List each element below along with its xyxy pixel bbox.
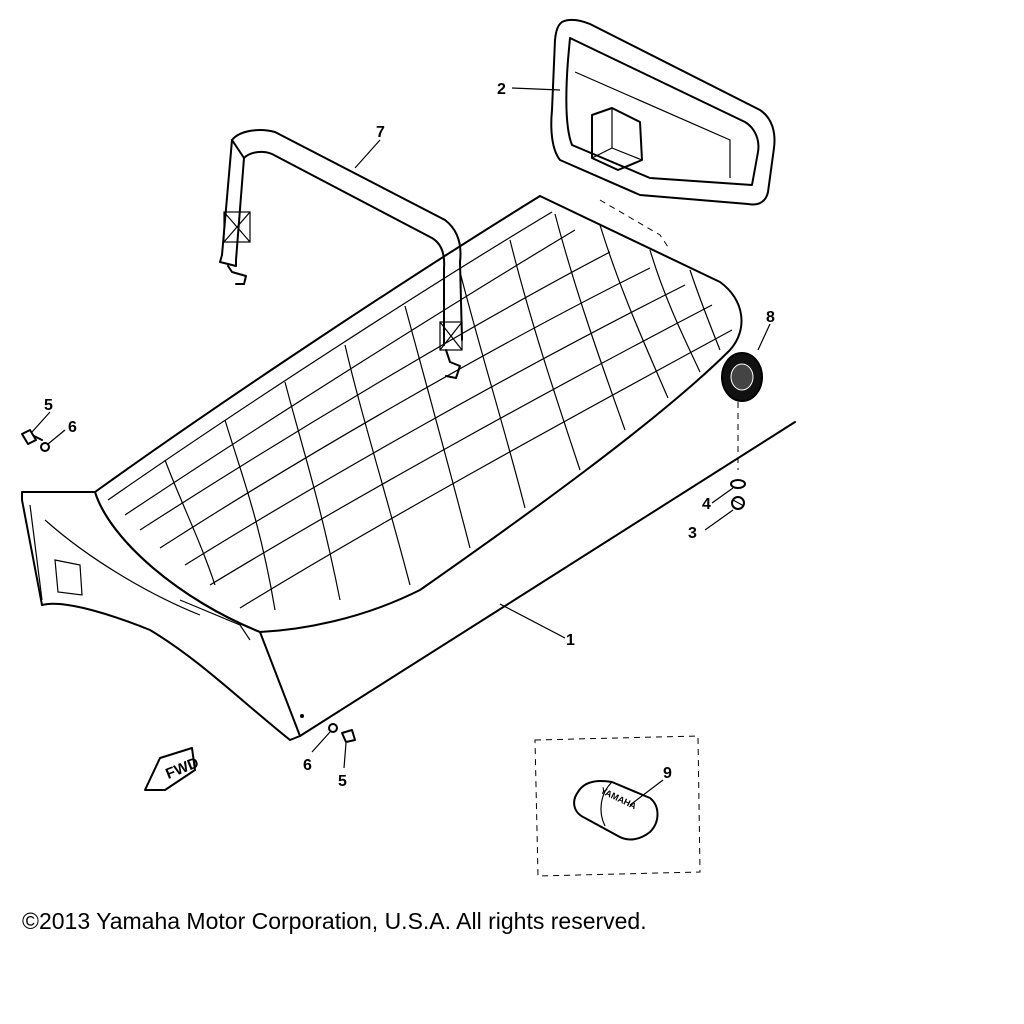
yamaha-emblem-text: YAMAHA (599, 785, 639, 811)
washer-and-nut (730, 479, 746, 510)
callout-5-bottom: 5 (338, 773, 347, 790)
callout-7: 7 (376, 124, 385, 141)
callout-6-bottom: 6 (303, 757, 312, 774)
seat-assembly (21, 195, 796, 741)
seat-strap (219, 129, 463, 379)
inset-emblem-box: YAMAHA (534, 735, 701, 877)
left-bolt-and-washer (21, 429, 50, 452)
callout-5-left: 5 (44, 397, 53, 414)
forward-arrow-icon: FWD (144, 747, 201, 791)
callout-2: 2 (497, 81, 506, 98)
callout-9: 9 (663, 765, 672, 782)
callout-3: 3 (688, 525, 697, 542)
leader-lines (31, 87, 771, 806)
seat-tray (550, 18, 776, 251)
callout-8: 8 (766, 309, 775, 326)
bottom-bolt-and-washer (328, 723, 356, 743)
callout-1: 1 (566, 632, 575, 649)
callout-numbers: 2 7 8 5 6 4 3 1 6 5 9 (44, 81, 775, 790)
callout-6-left: 6 (68, 419, 77, 436)
callout-4: 4 (702, 496, 711, 513)
copyright-notice: ©2013 Yamaha Motor Corporation, U.S.A. A… (22, 908, 647, 934)
seat-emblem (721, 352, 763, 470)
